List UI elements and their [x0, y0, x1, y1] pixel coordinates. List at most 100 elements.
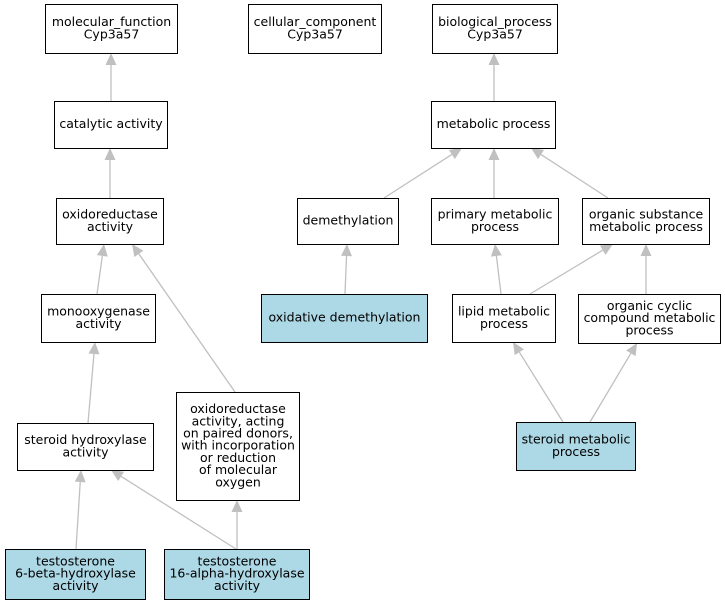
arrow-head-icon — [111, 470, 125, 482]
node-box — [5, 549, 146, 600]
edge-line — [518, 351, 564, 423]
node-box — [516, 422, 636, 471]
node-label-line: activity, acting — [192, 413, 285, 428]
node-label-line: metabolic process — [437, 116, 551, 131]
arrow-head-icon — [488, 148, 500, 160]
node-box — [56, 198, 164, 245]
edge-monooxygenase-to-oxidoreductase — [96, 244, 108, 295]
node-label-line: with incorporation — [181, 438, 295, 453]
edge-testo16a-to-steroid_hydroxylase — [111, 470, 237, 550]
node-box — [452, 294, 556, 343]
node-box — [297, 198, 399, 245]
edge-primary-to-metabolic — [488, 148, 500, 198]
node-label-line: testosterone — [198, 553, 277, 568]
node-label-line: molecular_function — [52, 14, 171, 29]
node-label-line: oxygen — [215, 474, 261, 489]
edge-line — [529, 249, 604, 295]
node-catalytic[interactable]: catalytic activity — [54, 101, 168, 149]
edge-oxidative_demethylation-to-demethylation — [341, 244, 353, 295]
node-label-line: organic cyclic — [607, 298, 692, 313]
node-box — [582, 198, 710, 245]
node-metabolic[interactable]: metabolic process — [431, 101, 556, 149]
node-oxidative-demethylation[interactable]: oxidative demethylation — [261, 294, 428, 343]
edge-oxido_paired-to-oxidoreductase — [132, 244, 236, 393]
edge-catalytic-to-mf — [105, 53, 117, 101]
node-label-line: oxidoreductase — [62, 207, 158, 222]
edge-line — [383, 153, 453, 199]
arrow-head-icon — [105, 53, 117, 65]
node-label-line: Cyp3a57 — [84, 26, 140, 41]
edge-steroid_metabolic-to-lipid — [513, 342, 564, 423]
edge-steroid_metabolic-to-organic_cyclic — [589, 343, 637, 423]
edge-lipid-to-organic_substance — [529, 244, 613, 295]
node-label-line: activity — [52, 578, 99, 593]
node-label-line: oxidative demethylation — [269, 310, 421, 325]
node-label-line: or reduction — [200, 450, 276, 465]
edge-line — [589, 352, 632, 423]
node-label-line: demethylation — [303, 213, 394, 228]
arrow-head-icon — [231, 500, 243, 512]
node-label-line: 6-beta-hydroxylase — [15, 566, 136, 581]
arrow-head-icon — [531, 148, 545, 160]
node-label-line: biological_process — [438, 14, 552, 29]
node-label-line: compound metabolic — [584, 310, 716, 325]
node-box — [17, 423, 154, 471]
graph-nodes: molecular_functionCyp3a57cellular_compon… — [5, 4, 721, 600]
edge-line — [344, 255, 348, 295]
node-box — [41, 294, 156, 343]
arrow-head-icon — [104, 148, 116, 160]
node-label-line: process — [625, 322, 673, 337]
node-label-line: activity — [62, 444, 109, 459]
arrow-head-icon — [96, 244, 108, 257]
arrow-head-icon — [490, 244, 502, 257]
node-box — [248, 4, 382, 54]
arrow-head-icon — [88, 342, 100, 355]
node-label-line: primary metabolic — [438, 207, 553, 222]
node-label-line: on paired donors, — [183, 425, 293, 440]
node-box — [432, 4, 558, 54]
node-demethylation[interactable]: demethylation — [297, 198, 399, 245]
node-box — [176, 392, 300, 501]
node-label-line: metabolic process — [589, 219, 703, 234]
node-label-line: process — [480, 316, 528, 331]
node-label-line: Cyp3a57 — [467, 26, 523, 41]
node-box — [578, 294, 721, 344]
node-label-line: testosterone — [36, 553, 115, 568]
edge-demethylation-to-metabolic — [383, 148, 462, 199]
graph-edges — [74, 53, 652, 550]
edge-line — [120, 475, 237, 550]
node-box — [431, 198, 559, 245]
node-label-line: catalytic activity — [59, 116, 163, 131]
node-box — [431, 101, 556, 149]
edge-line — [495, 255, 502, 295]
edge-line — [540, 153, 609, 199]
node-label-line: oxidoreductase — [190, 401, 286, 416]
arrow-head-icon — [599, 244, 613, 255]
node-box — [54, 101, 168, 149]
node-label-line: Cyp3a57 — [287, 26, 343, 41]
arrow-head-icon — [448, 148, 462, 160]
node-label-line: organic substance — [589, 207, 704, 222]
node-box — [164, 549, 310, 600]
node-label-line: activity — [87, 219, 134, 234]
node-box — [261, 294, 428, 343]
node-label-line: steroid metabolic — [522, 432, 631, 447]
arrow-head-icon — [640, 244, 652, 256]
edge-steroid_hydroxylase-to-monooxygenase — [87, 342, 100, 424]
node-label-line: process — [552, 444, 600, 459]
